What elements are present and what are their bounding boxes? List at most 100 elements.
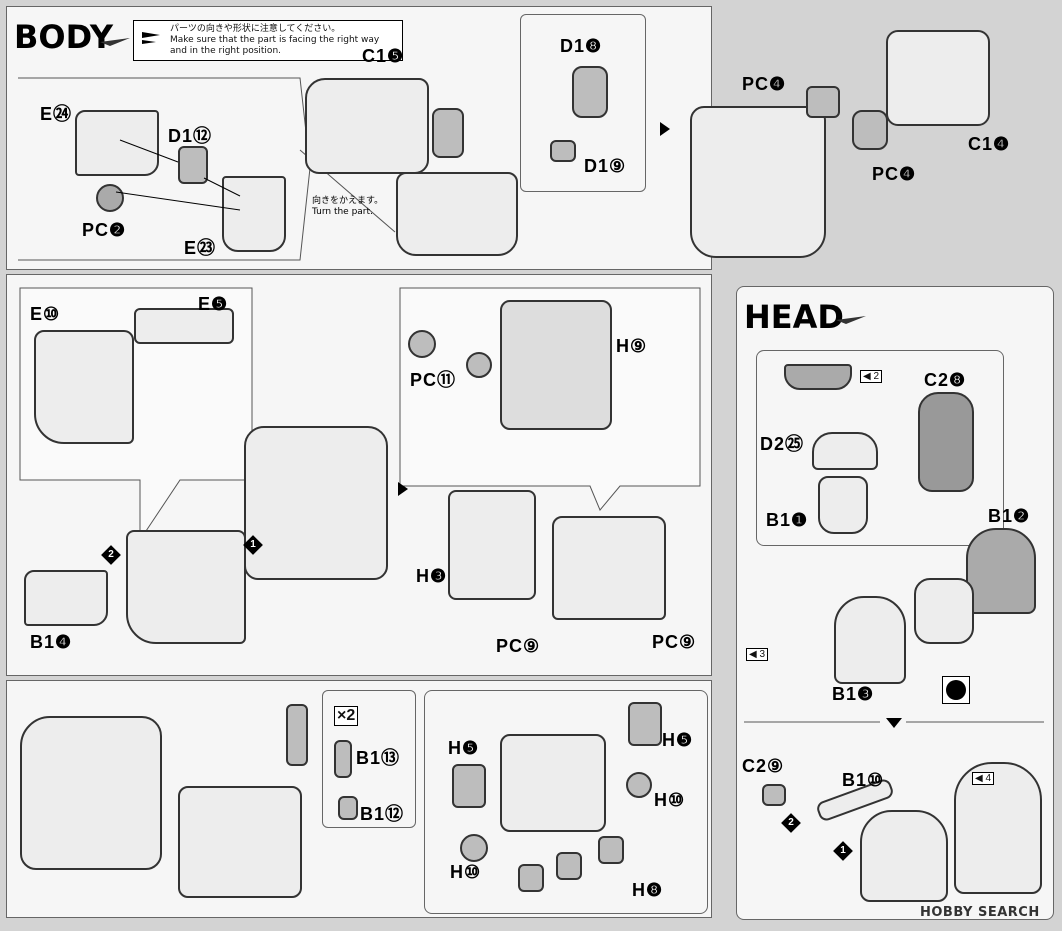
next-step-arrow-3 xyxy=(886,718,902,728)
label-d19: D1⑨ xyxy=(584,156,627,176)
decal-icon: ◀ xyxy=(749,649,757,660)
part-h8-b xyxy=(556,852,582,880)
part-b11 xyxy=(818,476,868,534)
part-b113 xyxy=(334,740,352,778)
part-head-assembled xyxy=(860,810,948,902)
part-h3 xyxy=(448,490,536,600)
label-e10: E⑩ xyxy=(30,304,61,324)
turn-note-en: Turn the part. xyxy=(312,207,373,217)
decal-tag-2: ◀ 2 xyxy=(860,370,883,383)
label-pc11: PC⑪ xyxy=(410,370,457,390)
label-h10-left: H⑩ xyxy=(450,862,482,882)
label-c14: C1❹ xyxy=(968,134,1011,154)
part-b14 xyxy=(24,570,108,626)
label-h10-right: H⑩ xyxy=(654,790,686,810)
part-d18 xyxy=(572,66,608,118)
part-c28 xyxy=(918,392,974,492)
label-h5-right: H❺ xyxy=(662,730,694,750)
label-pc9-left: PC⑨ xyxy=(496,636,541,656)
label-pc4-lower: PC❹ xyxy=(872,164,917,184)
part-pc4-lower xyxy=(852,110,888,150)
part-torso-core xyxy=(244,426,388,580)
part-c14 xyxy=(886,30,990,126)
part-d25-visor-preview xyxy=(784,364,852,390)
part-h5-right xyxy=(628,702,662,746)
decal-tag-3: ◀ 3 xyxy=(746,648,769,661)
step-2-label: 2 xyxy=(108,549,114,560)
label-d25: D2㉕ xyxy=(760,434,805,454)
label-e5: E❺ xyxy=(198,294,229,314)
label-b14: B1❹ xyxy=(30,632,73,652)
part-head-inner xyxy=(914,578,974,644)
label-h3: H❸ xyxy=(416,566,448,586)
part-body-block xyxy=(20,716,162,870)
label-h5-left: H❺ xyxy=(448,738,480,758)
decal-number: 3 xyxy=(759,649,766,660)
part-b12 xyxy=(966,528,1036,614)
part-h8-a xyxy=(518,864,544,892)
part-b13 xyxy=(834,596,906,684)
step-2-head-label: 2 xyxy=(788,817,794,828)
part-b112 xyxy=(338,796,358,820)
part-waist xyxy=(552,516,666,620)
label-b110: B1⑩ xyxy=(842,770,885,790)
head-title: HEAD xyxy=(744,298,844,336)
title-swoosh-icon xyxy=(100,38,130,46)
next-step-arrow-2 xyxy=(398,482,408,496)
part-d25 xyxy=(812,432,878,470)
caution-arrow-icon xyxy=(142,32,160,44)
part-head-back xyxy=(954,762,1042,894)
label-b12: B1❷ xyxy=(988,506,1031,526)
label-pc2: PC❷ xyxy=(82,220,127,240)
part-hip xyxy=(500,734,606,832)
part-c15 xyxy=(305,78,429,174)
part-h8-c xyxy=(598,836,624,864)
label-pc9-right: PC⑨ xyxy=(652,632,697,652)
hobby-search-watermark: HOBBY SEARCH xyxy=(920,905,1040,920)
part-d18-small xyxy=(432,108,464,158)
part-h10-right xyxy=(626,772,652,798)
step-1-head-label: 1 xyxy=(840,845,846,856)
part-e23 xyxy=(222,176,286,252)
paint-mark-icon xyxy=(942,676,970,704)
orientation-note-jp: パーツの向きや形状に注意してください。 xyxy=(170,24,341,34)
part-pc11-b xyxy=(466,352,492,378)
part-d19 xyxy=(550,140,576,162)
step-1-label: 1 xyxy=(250,539,256,550)
label-h9: H⑨ xyxy=(616,336,648,356)
part-lower-torso xyxy=(396,172,518,256)
label-e23: E㉓ xyxy=(184,238,217,258)
label-c28: C2❽ xyxy=(924,370,967,390)
label-b113: B1⑬ xyxy=(356,748,401,768)
decal-number: 4 xyxy=(985,773,992,784)
part-chest-front xyxy=(690,106,826,258)
decal-icon: ◀ xyxy=(863,371,871,382)
part-b1-rod xyxy=(286,704,308,766)
turn-note: 向きをかえます。 Turn the part. xyxy=(312,196,383,218)
orientation-note-en: Make sure that the part is facing the ri… xyxy=(170,35,380,56)
part-h5-left xyxy=(452,764,486,808)
part-d12 xyxy=(178,146,208,184)
label-b13: B1❸ xyxy=(832,684,875,704)
label-h8: H❽ xyxy=(632,880,664,900)
part-pc4-upper xyxy=(806,86,840,118)
decal-icon: ◀ xyxy=(975,773,983,784)
label-e24: E㉔ xyxy=(40,104,73,124)
part-e10 xyxy=(34,330,134,444)
decal-number: 2 xyxy=(873,371,880,382)
orientation-note: パーツの向きや形状に注意してください。 Make sure that the p… xyxy=(133,20,403,61)
part-h10-left xyxy=(460,834,488,862)
label-d18: D1❽ xyxy=(560,36,603,56)
turn-note-jp: 向きをかえます。 xyxy=(312,196,384,206)
body-title: BODY xyxy=(14,18,113,56)
head-title-swoosh-icon xyxy=(836,316,866,324)
part-e24 xyxy=(75,110,159,176)
part-h9 xyxy=(500,300,612,430)
label-d12: D1⑫ xyxy=(168,126,213,146)
x2-badge: ×2 xyxy=(334,706,359,726)
next-step-arrow xyxy=(660,122,670,136)
part-e5 xyxy=(134,308,234,344)
